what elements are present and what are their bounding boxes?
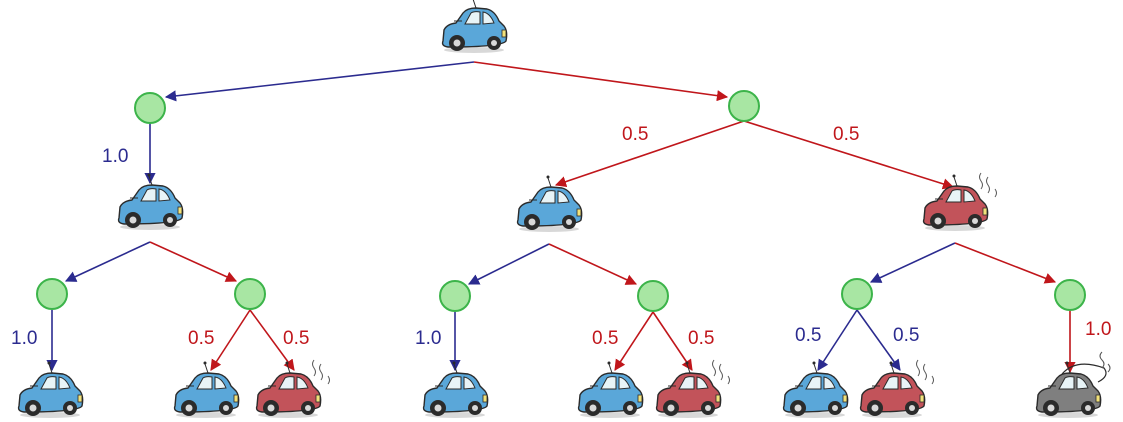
edge-a-to-chance-a-right [149,241,238,282]
edge-chance-right-to-state-right [743,120,955,190]
car-cool-icon [19,362,83,419]
chance-node-b-right [637,280,669,312]
car-cool-icon [424,362,488,419]
probability-label: 1.0 [415,328,441,349]
chance-node-c-left [841,278,873,310]
edge-a-to-chance-a-left [64,241,151,282]
probability-label: 0.5 [893,325,919,346]
edge-chance-b-right-to-leaf-1 [614,311,654,371]
probability-label: 0.5 [283,328,309,349]
edge-chance-a-right-to-leaf-1 [210,309,251,371]
probability-label: 0.5 [592,328,618,349]
car-cool-icon [579,362,643,419]
edge-c-to-chance-c-left [869,242,956,283]
car-cool-icon [175,362,239,419]
probability-label: 1.0 [102,146,128,167]
chance-node-b-left [439,280,471,312]
edge-c-to-chance-c-right [954,242,1057,284]
chance-node-a-left [36,278,68,310]
edge-chance-a-right-to-leaf-2 [249,309,295,371]
edge-root-to-chance-left [164,61,475,102]
edge-root-to-chance-right [473,61,729,102]
chance-node-a-right [234,278,266,310]
car-warm-icon [861,360,934,418]
chance-node-left [134,92,166,124]
probability-label: 0.5 [833,124,859,145]
edge-b-to-chance-b-left [467,243,550,285]
probability-label: 0.5 [188,328,214,349]
chance-node-c-right [1054,279,1086,311]
car-warm-icon [657,360,730,418]
probability-label: 0.5 [688,328,714,349]
car-cool-icon [518,176,582,233]
edge-chance-c-left-to-leaf-2 [856,309,901,371]
edge-chance-b-right-to-leaf-2 [652,311,693,371]
car-cool-icon [784,362,848,419]
probability-label: 1.0 [11,328,37,349]
chance-node-right [728,90,760,122]
car-cool-icon [443,0,507,53]
edge-b-to-chance-b-right [548,243,638,285]
probability-label: 0.5 [622,124,648,145]
probability-label: 0.5 [795,325,821,346]
edge-chance-c-left-to-leaf-1 [817,309,858,371]
probability-label: 1.0 [1085,319,1111,340]
car-overheated-icon [1037,352,1110,418]
car-cool-icon [119,174,183,231]
edge-chance-right-to-state-mid [554,120,745,188]
